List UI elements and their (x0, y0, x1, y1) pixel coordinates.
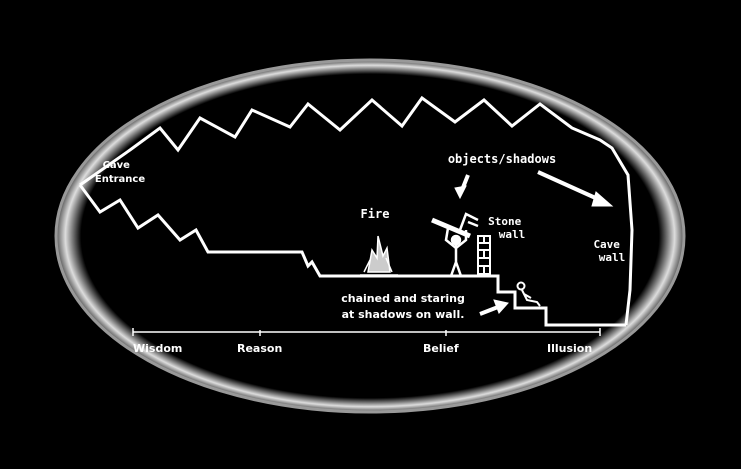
fire-label: Fire (361, 207, 390, 221)
cave-floor (78, 184, 626, 327)
cave-ceiling (79, 95, 634, 326)
arrow-to-prisoner (479, 305, 499, 316)
objects-shadows-label: objects/shadows (448, 152, 556, 166)
scale-label-belief: Belief (423, 342, 459, 355)
cave-oval-frame (54, 58, 686, 414)
fire-icon (360, 235, 398, 276)
cave-entrance-label: Cave Entrance (95, 160, 145, 185)
arrow-to-cave-wall (537, 170, 601, 202)
cave-wall-label: Cave wall (593, 238, 626, 264)
prisoner-figure-icon (516, 281, 541, 307)
arrows (454, 170, 614, 316)
scale-label-reason: Reason (237, 342, 282, 355)
stone-wall-label: Stone wall (488, 215, 528, 241)
scale-label-illusion: Illusion (547, 342, 592, 355)
object-carrier-figure-icon (431, 212, 479, 277)
knowledge-scale-axis (132, 328, 601, 336)
scale-label-wisdom: Wisdom (133, 342, 182, 355)
stone-wall-icon (477, 235, 491, 275)
chained-prisoner-label: chained and staring at shadows on wall. (341, 292, 468, 321)
